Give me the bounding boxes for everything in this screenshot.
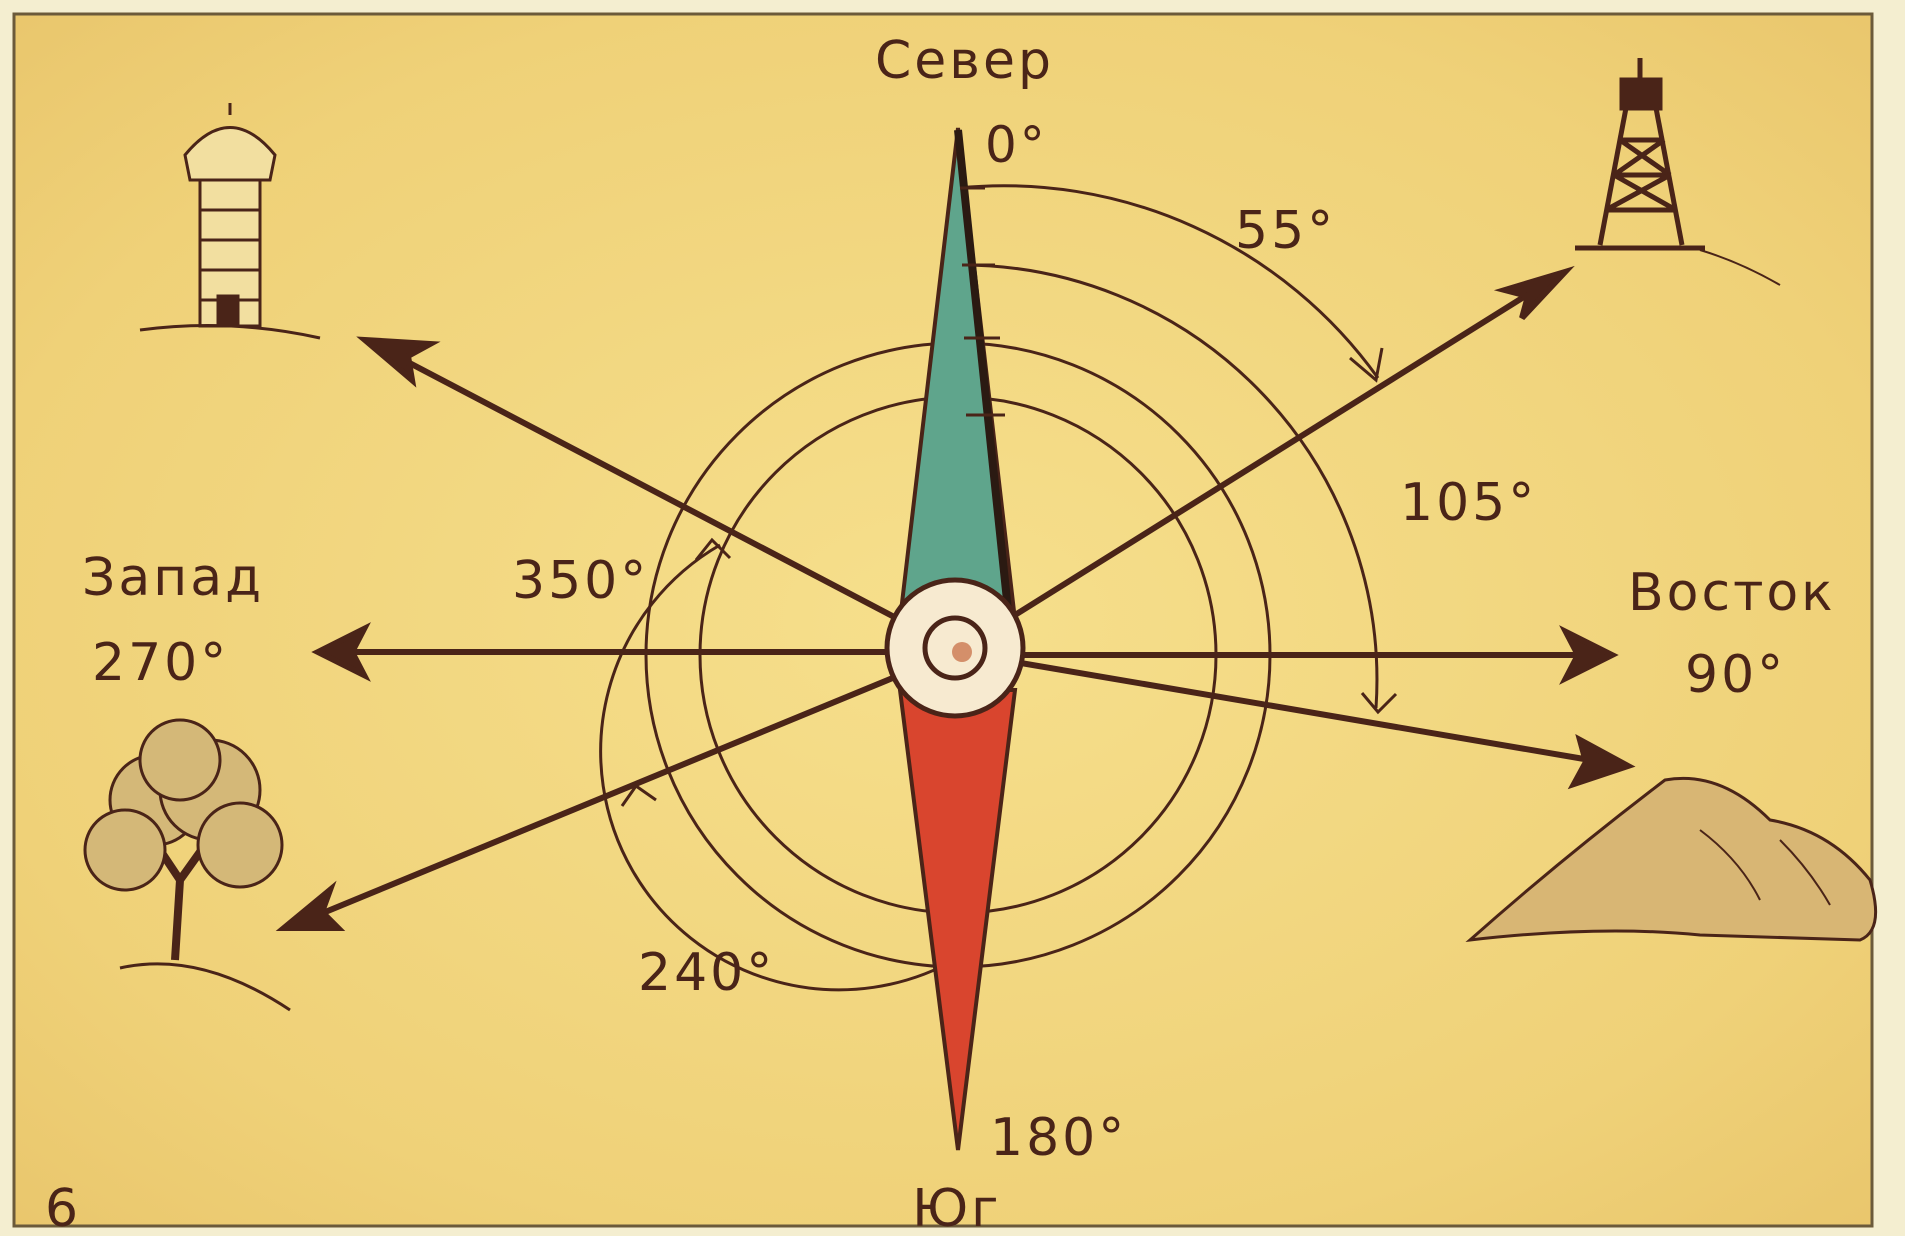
angle-label-55: 55° [1235, 201, 1336, 261]
north-degrees: 0° [985, 116, 1048, 174]
west-degrees: 270° [92, 633, 229, 693]
figure-number: 6 [45, 1179, 81, 1232]
angle-label-105: 105° [1400, 473, 1537, 533]
angle-label-240: 240° [638, 943, 775, 1003]
south-degrees: 180° [990, 1108, 1127, 1168]
east-degrees: 90° [1685, 645, 1786, 705]
west-label: Запад [82, 548, 264, 608]
east-label: Восток [1628, 563, 1836, 623]
south-label: Юг [912, 1179, 1001, 1232]
angle-label-350: 350° [512, 551, 649, 611]
north-label: Север [875, 31, 1054, 91]
